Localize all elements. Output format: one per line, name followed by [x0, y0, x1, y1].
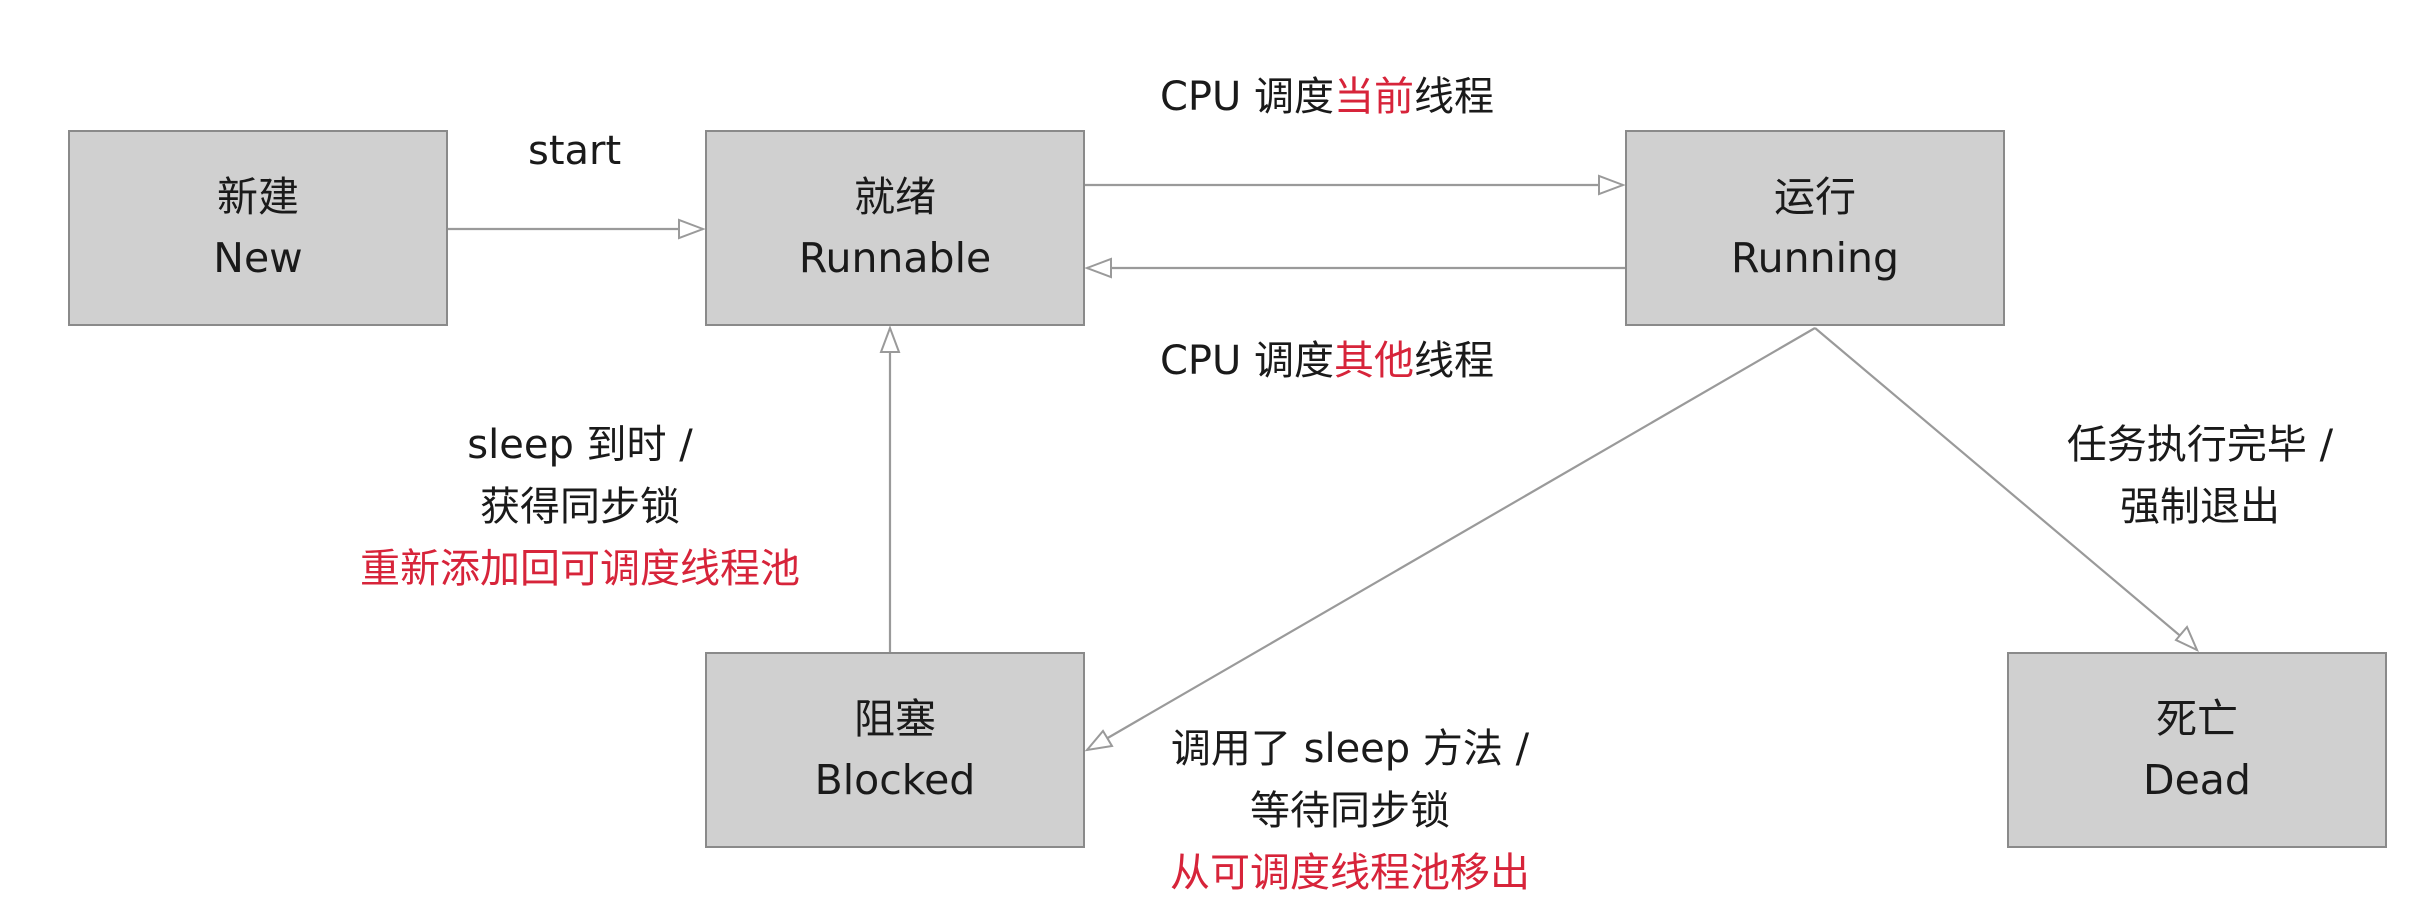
- arrowhead-running-to-blocked: [1084, 729, 1114, 752]
- state-dead-en: Dead: [2143, 756, 2251, 804]
- transition-label-wake: sleep 到时 / 获得同步锁 重新添加回可调度线程池: [300, 414, 860, 600]
- block-line-2: 等待同步锁: [1250, 788, 1450, 834]
- state-dead-zh: 死亡: [2156, 694, 2238, 743]
- cpu-current-prefix: CPU 调度: [1160, 74, 1335, 120]
- state-running-zh: 运行: [1774, 172, 1856, 221]
- cpu-other-suffix: 线程: [1414, 338, 1495, 384]
- transition-label-cpu-schedule-current: CPU 调度当前线程: [1160, 66, 1494, 128]
- state-blocked-zh: 阻塞: [854, 694, 936, 743]
- state-blocked-en: Blocked: [814, 756, 976, 804]
- state-runnable: 就绪 Runnable: [705, 130, 1085, 326]
- arrowhead-running-to-dead: [2174, 625, 2199, 653]
- block-line-1: 调用了 sleep 方法 /: [1170, 726, 1530, 772]
- block-line-3: 从可调度线程池移出: [1170, 850, 1530, 896]
- state-new: 新建 New: [68, 130, 448, 326]
- transition-label-finish: 任务执行完毕 / 强制退出: [2040, 414, 2360, 538]
- wake-line-2: 获得同步锁: [480, 484, 680, 530]
- cpu-other-prefix: CPU 调度: [1160, 338, 1335, 384]
- state-new-zh: 新建: [217, 172, 299, 221]
- transition-label-cpu-schedule-other: CPU 调度其他线程: [1160, 330, 1494, 392]
- wake-line-1: sleep 到时 /: [467, 422, 693, 468]
- arrowhead-running-to-runnable: [1084, 257, 1112, 279]
- state-running: 运行 Running: [1625, 130, 2005, 326]
- state-running-en: Running: [1730, 234, 1899, 282]
- finish-line-1: 任务执行完毕 /: [2066, 422, 2334, 468]
- arrow-running-to-blocked: [1086, 327, 1816, 751]
- cpu-current-highlight: 当前: [1334, 74, 1415, 120]
- transition-label-block: 调用了 sleep 方法 / 等待同步锁 从可调度线程池移出: [1120, 718, 1580, 904]
- arrowhead-blocked-to-runnable: [879, 325, 901, 353]
- arrow-running-to-dead: [1814, 327, 2198, 651]
- state-dead: 死亡 Dead: [2007, 652, 2387, 848]
- state-blocked: 阻塞 Blocked: [705, 652, 1085, 848]
- arrowhead-runnable-to-running: [1598, 174, 1626, 196]
- state-new-en: New: [213, 234, 303, 282]
- state-runnable-en: Runnable: [798, 234, 992, 282]
- arrowhead-new-to-runnable: [678, 218, 706, 240]
- cpu-current-suffix: 线程: [1414, 74, 1495, 120]
- transition-label-start: start: [528, 128, 622, 174]
- wake-line-3: 重新添加回可调度线程池: [360, 546, 800, 592]
- state-runnable-zh: 就绪: [854, 172, 936, 221]
- finish-line-2: 强制退出: [2120, 484, 2280, 530]
- cpu-other-highlight: 其他: [1334, 338, 1415, 384]
